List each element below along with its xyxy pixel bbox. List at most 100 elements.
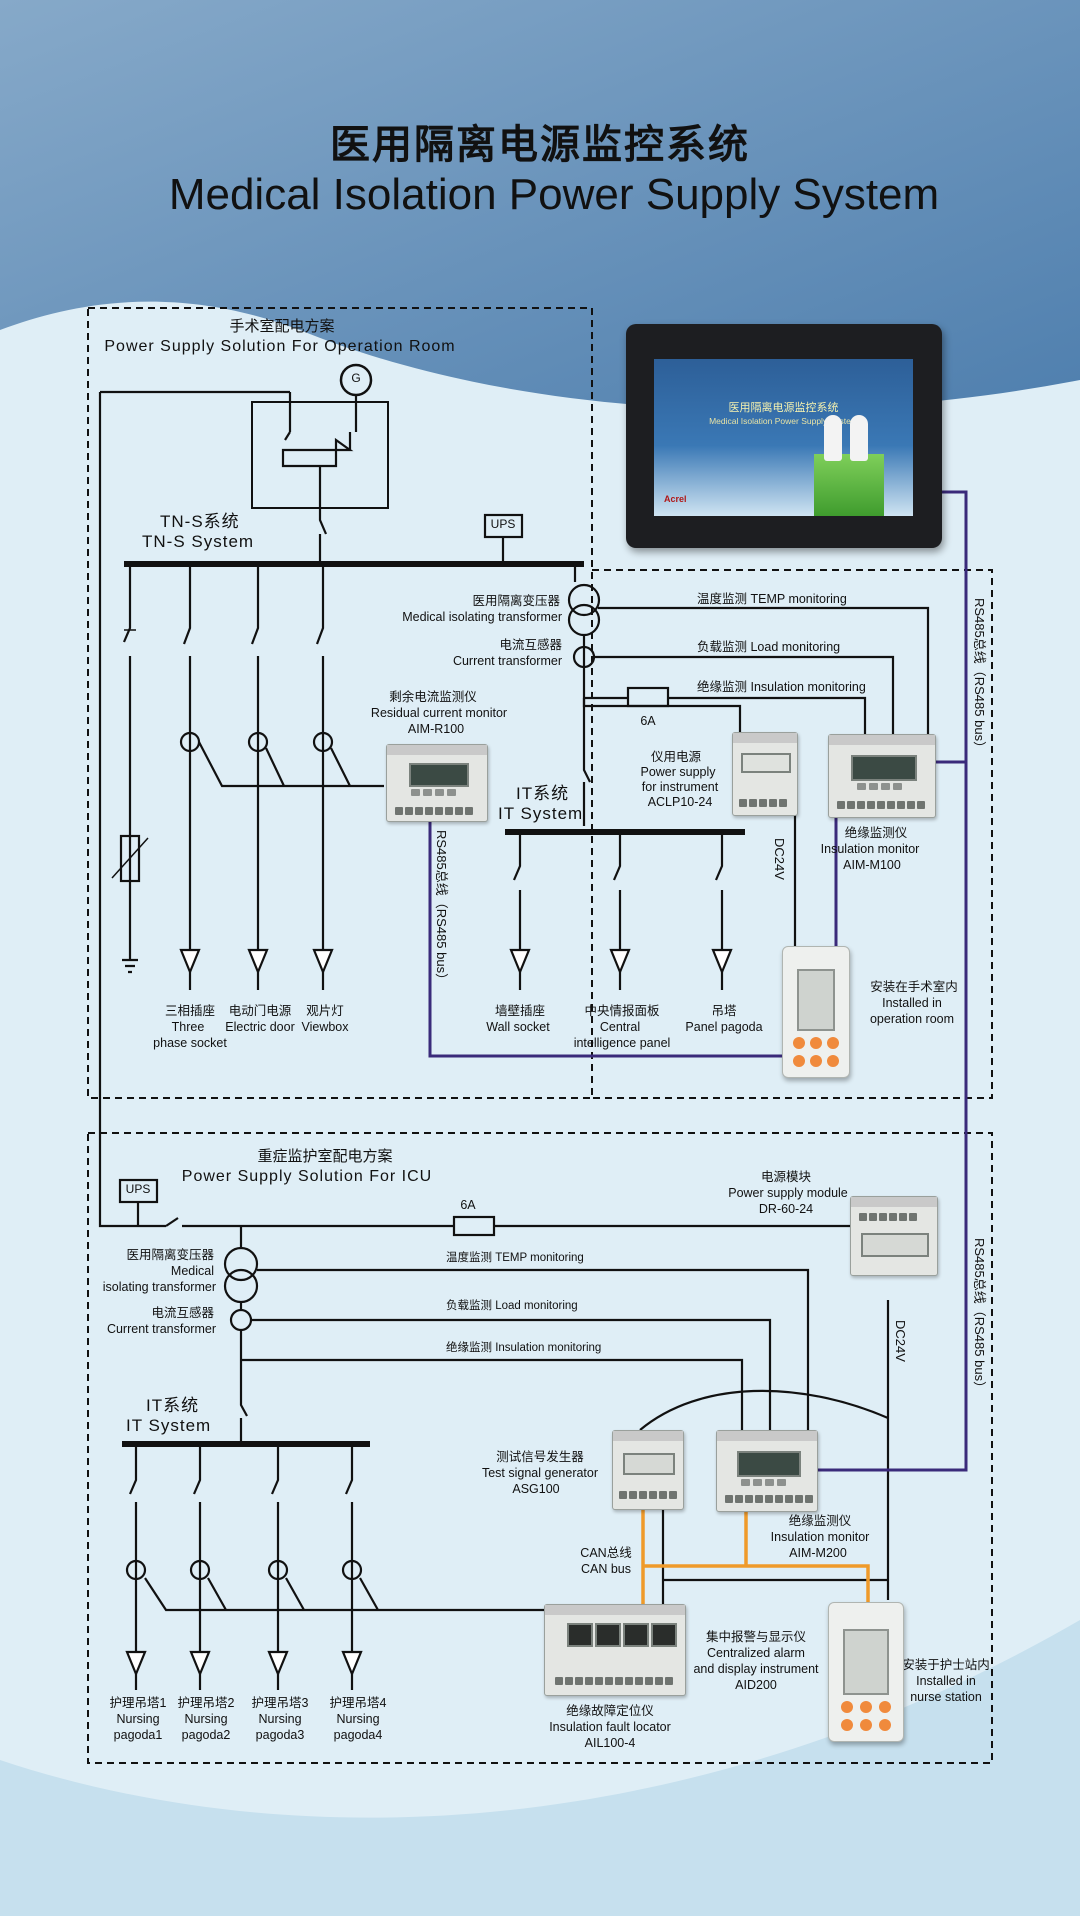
power-supply-module-device <box>850 1196 938 1276</box>
rs485-or-label: RS485总线（RS485 bus） <box>434 830 449 987</box>
icu-dc24v: DC24V <box>893 1320 908 1362</box>
alarm-model: AID200 <box>735 1678 777 1692</box>
nurse-station-en1: Installed in <box>916 1674 976 1688</box>
icu-load-3-en1: Nursing <box>258 1712 302 1726</box>
or-it-system-en: IT System <box>498 804 584 823</box>
rs485-bus-main <box>816 490 968 1472</box>
or-current-transformer-en: Current transformer <box>452 654 562 668</box>
icu-load-monitoring: 负载监测 Load monitoring <box>446 1300 578 1312</box>
rs485-main-label-icu: RS485总线（RS485 bus） <box>972 1238 987 1395</box>
nurse-station-cn: 安装于护士站内 <box>902 1658 990 1672</box>
doctor-figure-icon <box>824 415 842 461</box>
rs485-main-label-or: RS485总线（RS485 bus） <box>972 598 987 755</box>
icu-current-transformer-en: Current transformer <box>106 1322 216 1336</box>
or-isolating-transformer-cn: 医用隔离变压器 <box>472 594 560 608</box>
or-it-load-2-en2: intelligence panel <box>573 1036 671 1050</box>
test-signal-generator-device <box>612 1430 684 1510</box>
or-isolating-transformer-b <box>567 603 601 637</box>
icu-im-en: Insulation monitor <box>770 1530 870 1544</box>
ups-label-icu: UPS <box>125 1182 151 1196</box>
or-it-load-1-en1: Wall socket <box>486 1020 550 1034</box>
ups-label-or: UPS <box>490 517 516 531</box>
monitor-screen: 医用隔离电源监控系统 Medical Isolation Power Suppl… <box>654 359 913 516</box>
icu-load-2-en1: Nursing <box>184 1712 228 1726</box>
or-load-1-en1: Three <box>171 1020 205 1034</box>
ups-box-or <box>483 513 524 539</box>
rcm-cn: 剩余电流监测仪 <box>389 690 477 704</box>
monitor-screen-title-en: Medical Isolation Power Supply System <box>709 416 858 426</box>
icu-im-model: AIM-M200 <box>789 1546 847 1560</box>
or-isolating-transformer-en: Medical isolating transformer <box>402 610 562 624</box>
icu-load-4-en1: Nursing <box>336 1712 380 1726</box>
operation-room-frame-right <box>592 569 993 1099</box>
icu-it-system-cn: IT系统 <box>146 1396 200 1415</box>
or-load-3-cn: 观片灯 <box>306 1004 344 1018</box>
insulation-monitor-aim-m100-device <box>828 734 936 818</box>
or-im-en: Insulation monitor <box>820 842 920 856</box>
or-it-load-3-cn: 吊塔 <box>711 1004 737 1018</box>
or-it-load-3-en1: Panel pagoda <box>685 1020 763 1034</box>
locator-en: Insulation fault locator <box>549 1720 671 1734</box>
or-load-1-en2: phase socket <box>153 1036 227 1050</box>
icu-fuse <box>452 1215 496 1237</box>
can-bus <box>641 1480 870 1610</box>
monitor-touchscreen: 医用隔离电源监控系统 Medical Isolation Power Suppl… <box>626 324 942 548</box>
psm-model: DR-60-24 <box>758 1202 814 1216</box>
title-cn: 医用隔离电源监控系统 <box>330 122 750 168</box>
tsg-cn: 测试信号发生器 <box>496 1450 584 1464</box>
rs485-bus-or <box>428 792 782 1058</box>
operation-room-frame <box>87 307 593 1099</box>
icu-isolating-transformer-a <box>223 1246 259 1282</box>
or-it-load-1-cn: 墙壁插座 <box>494 1004 546 1018</box>
tsg-en: Test signal generator <box>481 1466 599 1480</box>
doctor-figure-icon <box>850 415 868 461</box>
or-heading-cn: 手术室配电方案 <box>229 318 335 335</box>
installed-or-en2: operation room <box>869 1012 955 1026</box>
icu-im-cn: 绝缘监测仪 <box>788 1514 852 1528</box>
locator-model: AIL100-4 <box>584 1736 636 1750</box>
icu-current-transformer-cn: 电流互感器 <box>151 1306 214 1320</box>
psm-en: Power supply module <box>728 1186 848 1200</box>
icu-isolating-transformer-b <box>223 1268 259 1304</box>
or-temp-monitoring: 温度监测 TEMP monitoring <box>697 592 847 606</box>
icu-load-2-en2: pagoda2 <box>181 1728 231 1742</box>
monitor-green-blocks <box>814 454 884 516</box>
or-current-transformer-cn: 电流互感器 <box>499 638 562 652</box>
nurse-station-en2: nurse station <box>910 1690 982 1704</box>
psu-en1: Power supply <box>640 765 716 779</box>
acrel-logo: Acrel <box>664 494 687 504</box>
tns-system-en: TN-S System <box>142 532 255 551</box>
or-load-3-en1: Viewbox <box>301 1020 349 1034</box>
or-fuse-label: 6A <box>640 714 656 728</box>
generator-label: G <box>351 371 361 385</box>
locator-cn: 绝缘故障定位仪 <box>566 1704 654 1718</box>
icu-load-4-cn: 护理吊塔4 <box>329 1696 387 1710</box>
can-bus-en: CAN bus <box>580 1562 632 1576</box>
icu-heading-cn: 重症监护室配电方案 <box>257 1148 393 1165</box>
icu-load-3-en2: pagoda3 <box>255 1728 305 1742</box>
or-load-monitoring: 负载监测 Load monitoring <box>697 640 841 654</box>
alarm-en2: and display instrument <box>693 1662 819 1676</box>
or-isolating-transformer-a <box>567 583 601 617</box>
title-en: Medical Isolation Power Supply System <box>168 170 940 219</box>
alarm-en1: Centralized alarm <box>707 1646 805 1660</box>
rcm-en: Residual current monitor <box>370 706 508 720</box>
or-heading-en: Power Supply Solution For Operation Room <box>104 338 456 355</box>
surge-protector <box>119 834 141 883</box>
or-fuse <box>626 686 670 708</box>
insulation-monitor-aim-m200-device <box>716 1430 818 1512</box>
icu-load-1-en1: Nursing <box>116 1712 160 1726</box>
psu-model: ACLP10-24 <box>647 795 713 809</box>
icu-isolating-transformer-en1: Medical <box>170 1264 214 1278</box>
or-load-2-cn: 电动门电源 <box>228 1004 292 1018</box>
or-it-load-2-cn: 中央情报面板 <box>584 1004 660 1018</box>
or-dc24v: DC24V <box>772 838 787 880</box>
or-insulation-monitoring: 绝缘监测 Insulation monitoring <box>697 680 866 694</box>
insulation-fault-locator-device <box>544 1604 686 1696</box>
can-bus-cn: CAN总线 <box>580 1546 632 1560</box>
or-alarm-display-device <box>782 946 850 1078</box>
or-im-cn: 绝缘监测仪 <box>844 826 908 840</box>
or-load-2-en1: Electric door <box>225 1020 295 1034</box>
